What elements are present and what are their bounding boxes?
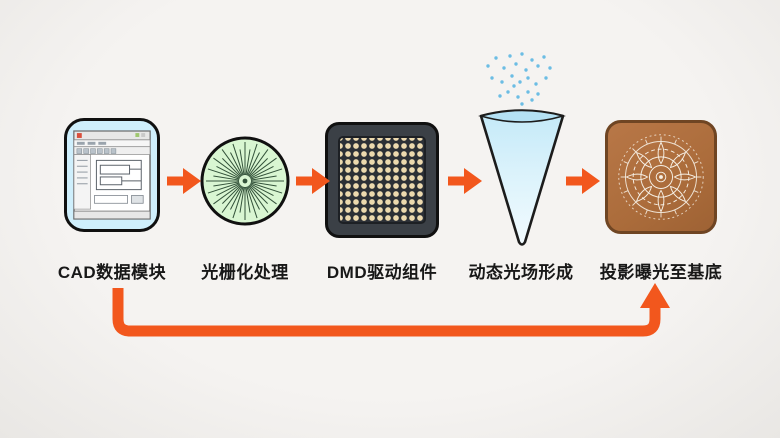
step-substrate [605, 120, 717, 234]
arrow-4-icon [566, 168, 600, 194]
step-dmd-driver [325, 122, 439, 238]
arrow-2-icon [296, 168, 330, 194]
light-cone-icon [478, 52, 566, 246]
label-rasterize: 光栅化处理 [201, 263, 289, 282]
substrate-pattern-icon [618, 134, 704, 220]
arrow-1-icon [167, 168, 201, 194]
cad-window-icon [73, 130, 151, 220]
dmd-chip-icon [338, 136, 426, 224]
step-light-field [474, 52, 570, 252]
step-rasterize [199, 135, 291, 227]
label-light-field: 动态光场形成 [468, 263, 574, 282]
step-cad-module [64, 118, 160, 232]
label-cad-module: CAD数据模块 [57, 263, 167, 282]
raster-starburst-icon [200, 136, 290, 226]
label-dmd-driver: DMD驱动组件 [326, 263, 438, 282]
label-substrate: 投影曝光至基底 [599, 263, 723, 282]
arrow-3-icon [448, 168, 482, 194]
